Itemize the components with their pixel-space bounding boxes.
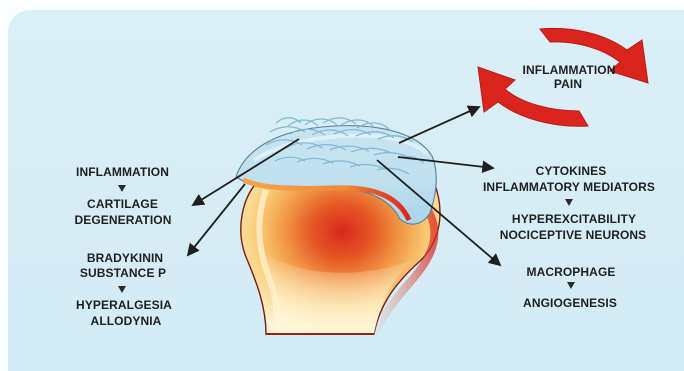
left-substance-p: SUBSTANCE P [56, 266, 190, 280]
left-inflammation: INFLAMMATION [55, 165, 190, 179]
left-down-arrow-2 [118, 286, 126, 293]
right-angiogenesis: ANGIOGENESIS [510, 296, 630, 310]
left-allodynia: ALLODYNIA [71, 314, 181, 328]
arrow-inflammation-pain [399, 107, 479, 143]
right-hyperexcitability: HYPEREXCITABILITY [488, 212, 660, 226]
left-cartilage: CARTILAGE [64, 197, 181, 211]
right-nociceptive-neurons: NOCICEPTIVE NEURONS [474, 228, 672, 242]
cycle-label-pain: PAIN [538, 77, 598, 91]
left-hyperalgesia: HYPERALGESIA [48, 298, 200, 312]
right-macrophage: MACROPHAGE [514, 265, 628, 279]
right-down-arrow-1 [565, 199, 573, 206]
right-cytokines: CYTOKINES [522, 164, 620, 178]
right-inflammatory-mediators: INFLAMMATORY MEDIATORS [456, 180, 682, 194]
right-down-arrow-2 [567, 282, 575, 289]
cycle-label-inflammation: INFLAMMATION [519, 63, 619, 77]
left-down-arrow-1 [118, 185, 126, 192]
left-degeneration: DEGENERATION [49, 213, 197, 227]
left-bradykinin: BRADYKININ [65, 251, 185, 265]
